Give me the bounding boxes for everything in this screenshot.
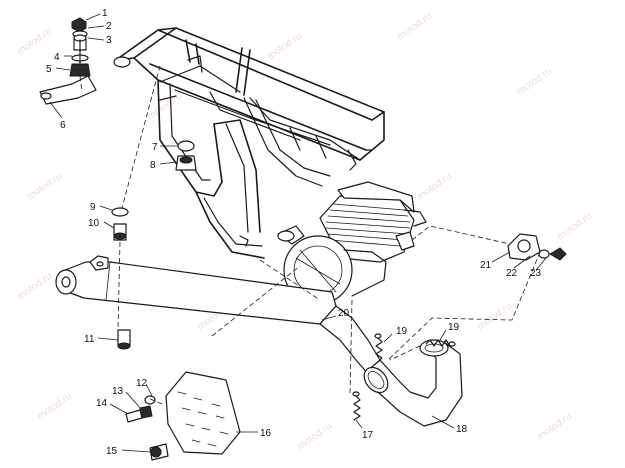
callout-16: 16: [260, 428, 272, 439]
callout-11: 11: [84, 334, 95, 345]
callout-6: 6: [60, 120, 66, 131]
muffler: [55, 255, 381, 377]
watermark-layer: motod.ru motod.ru motod.ru motod.ru moto…: [15, 11, 594, 453]
shield-fasteners: [125, 395, 169, 461]
heat-shield: [165, 371, 241, 455]
watermark-text: motod.ru: [395, 11, 434, 43]
watermark-text: motod.ru: [25, 171, 64, 203]
callout-3: 3: [106, 35, 112, 46]
callout-19-right: 19: [448, 322, 460, 333]
watermark-text: motod.ru: [475, 301, 514, 333]
callout-15: 15: [106, 446, 118, 457]
callout-labels: 1 2 3 4 5 6 7 8 9 10 11 12 13 14 15 16 1…: [46, 8, 542, 457]
callout-10: 10: [88, 218, 100, 229]
muffler-bolt-lower: [117, 329, 131, 350]
callout-4: 4: [54, 52, 60, 63]
callout-21: 21: [480, 260, 492, 271]
watermark-text: motod.ru: [35, 391, 74, 423]
frame: [113, 27, 385, 259]
watermark-text: motod.ru: [295, 421, 334, 453]
callout-17: 17: [362, 430, 374, 441]
leader-lines: [49, 13, 547, 453]
exhaust-flange-parts: [507, 233, 567, 261]
watermark-text: motod.ru: [515, 66, 554, 98]
watermark-text: motod.ru: [145, 91, 184, 123]
callout-2: 2: [106, 21, 112, 32]
callout-14: 14: [96, 398, 108, 409]
watermark-text: motod.ru: [15, 271, 54, 303]
engine: [277, 181, 427, 305]
muffler-mount-hardware: [39, 17, 97, 105]
watermark-text: motod.ru: [415, 171, 454, 203]
callout-18: 18: [456, 424, 468, 435]
callout-1: 1: [102, 8, 108, 19]
callout-5: 5: [46, 64, 52, 75]
callout-13: 13: [112, 386, 124, 397]
muffler-bolt-upper: [111, 207, 129, 241]
assembly-guide-lines: [79, 65, 541, 405]
callout-19-left: 19: [396, 326, 408, 337]
callout-9: 9: [90, 202, 96, 213]
frame-grommet: [175, 140, 197, 171]
callout-23: 23: [530, 268, 542, 279]
watermark-text: motod.ru: [265, 31, 304, 63]
pipe-spring-lower: [352, 391, 361, 421]
callout-8: 8: [150, 160, 156, 171]
watermark-text: motod.ru: [535, 411, 574, 443]
watermark-text: motod.ru: [15, 26, 54, 58]
pipe-springs-upper: [374, 333, 456, 363]
callout-7: 7: [152, 142, 158, 153]
callout-22: 22: [506, 268, 518, 279]
callout-12: 12: [136, 378, 148, 389]
callout-20: 20: [338, 308, 350, 319]
watermark-text: motod.ru: [555, 211, 594, 243]
